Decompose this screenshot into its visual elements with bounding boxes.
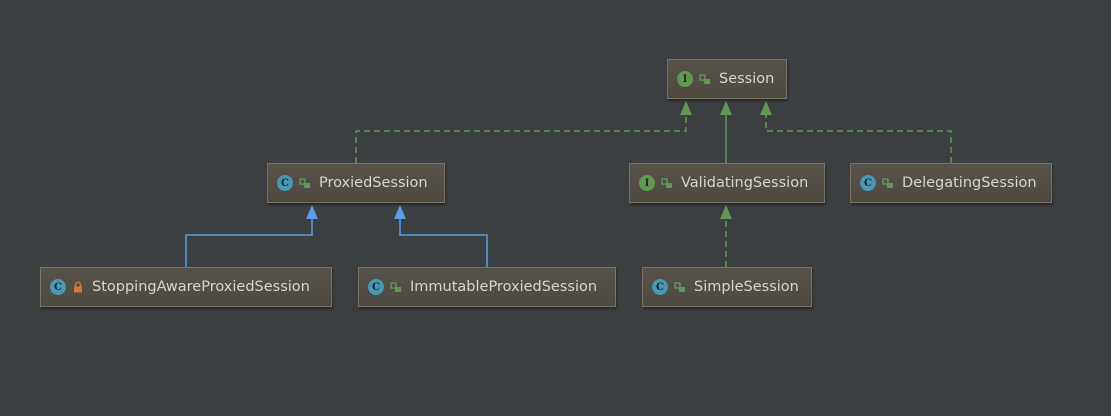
public-visibility-icon bbox=[299, 178, 310, 188]
node-validatingsession[interactable]: I ValidatingSession bbox=[629, 163, 825, 203]
edge-immutableproxiedsession-to-proxiedsession bbox=[394, 205, 488, 267]
edge-stoppingawareproxiedsession-to-proxiedsession bbox=[185, 205, 318, 267]
class-icon: C bbox=[368, 279, 384, 295]
node-proxiedsession[interactable]: C ProxiedSession bbox=[267, 163, 445, 203]
private-lock-icon bbox=[74, 281, 82, 293]
node-label: Session bbox=[719, 71, 775, 87]
node-label: ImmutableProxiedSession bbox=[410, 279, 598, 295]
edge-proxiedsession-to-session bbox=[355, 101, 692, 163]
node-delegatingsession[interactable]: C DelegatingSession bbox=[850, 163, 1052, 203]
public-visibility-icon bbox=[661, 178, 672, 188]
edge-delegatingsession-to-session bbox=[760, 101, 952, 163]
node-label: ValidatingSession bbox=[681, 175, 809, 191]
node-immutableproxiedsession[interactable]: C ImmutableProxiedSession bbox=[358, 267, 616, 307]
node-label: DelegatingSession bbox=[902, 175, 1037, 191]
class-icon: C bbox=[860, 175, 876, 191]
node-stoppingawareproxiedsession[interactable]: C StoppingAwareProxiedSession bbox=[40, 267, 332, 307]
node-label: ProxiedSession bbox=[319, 175, 428, 191]
interface-icon: I bbox=[639, 175, 655, 191]
public-visibility-icon bbox=[699, 74, 710, 84]
public-visibility-icon bbox=[882, 178, 893, 188]
node-label: StoppingAwareProxiedSession bbox=[92, 279, 310, 295]
class-icon: C bbox=[652, 279, 668, 295]
node-session[interactable]: I Session bbox=[667, 59, 787, 99]
edge-simplesession-to-validatingsession bbox=[720, 205, 732, 267]
public-visibility-icon bbox=[390, 282, 401, 292]
interface-icon: I bbox=[677, 71, 693, 87]
public-visibility-icon bbox=[674, 282, 685, 292]
class-icon: C bbox=[50, 279, 66, 295]
node-simplesession[interactable]: C SimpleSession bbox=[642, 267, 812, 307]
edge-validatingsession-to-session bbox=[720, 101, 732, 163]
node-label: SimpleSession bbox=[694, 279, 799, 295]
class-icon: C bbox=[277, 175, 293, 191]
